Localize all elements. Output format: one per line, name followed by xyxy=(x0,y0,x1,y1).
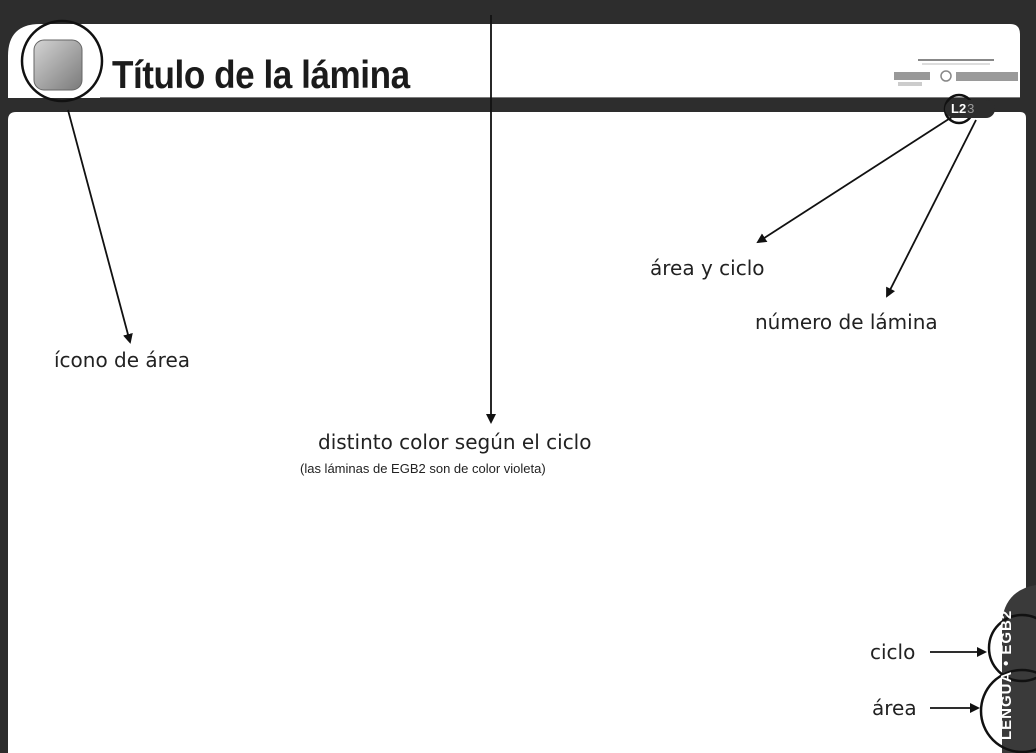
area-icon-highlight-circle xyxy=(20,19,104,103)
side-tab-label: LENGUA • EGB2 xyxy=(998,609,1015,740)
label-cycle: ciclo xyxy=(870,640,916,664)
area-highlight-circle xyxy=(979,668,1036,753)
sheet-title: Título de la lámina xyxy=(112,54,410,97)
sheet-number: 3 xyxy=(967,101,975,116)
institution-logos xyxy=(866,54,1026,98)
title-band xyxy=(8,24,1020,98)
label-area-cycle: área y ciclo xyxy=(650,256,765,280)
area-cycle-code: L2 xyxy=(951,101,967,116)
cycle-highlight-circle xyxy=(987,613,1036,683)
arrow-area-cycle xyxy=(756,114,956,244)
label-sheet-number: número de lámina xyxy=(755,310,938,334)
label-cycle-color: distinto color según el ciclo xyxy=(318,430,592,454)
arrow-sheet-number xyxy=(886,119,977,298)
sheet-code-badge: L23 xyxy=(945,100,995,118)
arrow-area-icon xyxy=(67,109,133,344)
area-icon xyxy=(33,39,83,91)
label-cycle-color-note: (las láminas de EGB2 son de color violet… xyxy=(300,461,546,476)
label-area: área xyxy=(872,696,917,720)
label-area-icon: ícono de área xyxy=(54,348,191,372)
